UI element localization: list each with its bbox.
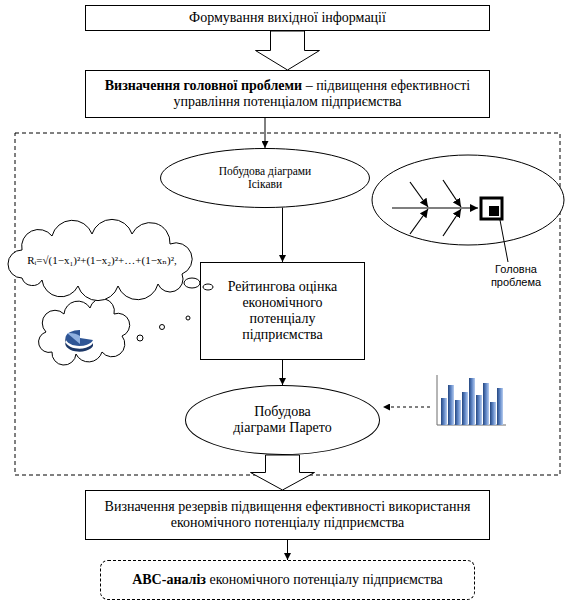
node-text-block: ABC-аналізекономічного потенціалу підпри… [132, 572, 443, 588]
process-ellipse: Побудова діаграми Парето [185, 385, 380, 455]
node-text: Формування вихідної інформації [189, 10, 386, 25]
flow-arrow [282, 360, 283, 385]
node-text-block: Побудова діаграми Парето [230, 404, 335, 436]
node-text: економічного потенціалу підприємства [209, 572, 442, 587]
flow-arrow [282, 208, 283, 262]
process-box: Рейтингова оцінка економічного потенціал… [200, 262, 365, 360]
node-text-block: Визначення головної проблеми– підвищення… [100, 78, 475, 110]
node-text-block: Формування вихідної інформації [189, 10, 386, 26]
problem-box: Визначення головної проблеми– підвищення… [85, 70, 490, 118]
node-text: Побудова діаграми Ісікави [219, 165, 312, 190]
block-arrow [256, 31, 320, 70]
node-text-area: Побудова діаграми Ісікави [160, 148, 370, 208]
node-text-area: Рейтингова оцінка економічного потенціал… [201, 263, 364, 359]
node-text-area: Rᵢ=√(1−x₁)²+(1−x₂)²+…+(1−xₙ)², [2, 228, 202, 292]
node-text: Рейтингова оцінка економічного потенціал… [228, 279, 338, 342]
dashed-arrow [383, 407, 430, 408]
pie-cloud-illustration [39, 299, 130, 365]
node-text-block: Визначення резервів підвищення ефективно… [96, 499, 479, 531]
process-box: Формування вихідної інформації [85, 5, 490, 31]
analysis-box: ABC-аналізекономічного потенціалу підпри… [100, 560, 475, 600]
node-text-area: Формування вихідної інформації [86, 6, 489, 30]
block-arrow [251, 455, 315, 490]
fishbone-illustration [372, 155, 564, 262]
flow-arrow [265, 118, 266, 148]
node-text-block: Rᵢ=√(1−x₁)²+(1−x₂)²+…+(1−xₙ)², [27, 254, 177, 267]
formula-cloud: Rᵢ=√(1−x₁)²+(1−x₂)²+…+(1−xₙ)², [2, 228, 202, 292]
process-ellipse: Побудова діаграми Ісікави [160, 148, 370, 208]
node-text-block: Побудова діаграми Ісікави [202, 165, 328, 191]
node-text: Визначення резервів підвищення ефективно… [105, 499, 471, 530]
node-text-block: Рейтингова оцінка економічного потенціал… [219, 279, 346, 343]
node-heading: ABC-аналіз [132, 572, 206, 587]
node-text-area: ABC-аналізекономічного потенціалу підпри… [101, 561, 474, 599]
node-text-area: Побудова діаграми Парето [185, 385, 380, 455]
node-text-area: Визначення резервів підвищення ефективно… [86, 491, 489, 539]
flow-arrow [287, 540, 288, 560]
node-text: Побудова діаграми Парето [233, 404, 332, 435]
node-heading: Визначення головної проблеми [105, 78, 302, 93]
node-text: Rᵢ=√(1−x₁)²+(1−x₂)²+…+(1−xₙ)², [27, 254, 177, 266]
callout-label: Головна проблема [476, 263, 556, 289]
result-box: Визначення резервів підвищення ефективно… [85, 490, 490, 540]
node-text-area: Визначення головної проблеми– підвищення… [86, 71, 489, 117]
bar-chart-illustration [437, 375, 506, 425]
